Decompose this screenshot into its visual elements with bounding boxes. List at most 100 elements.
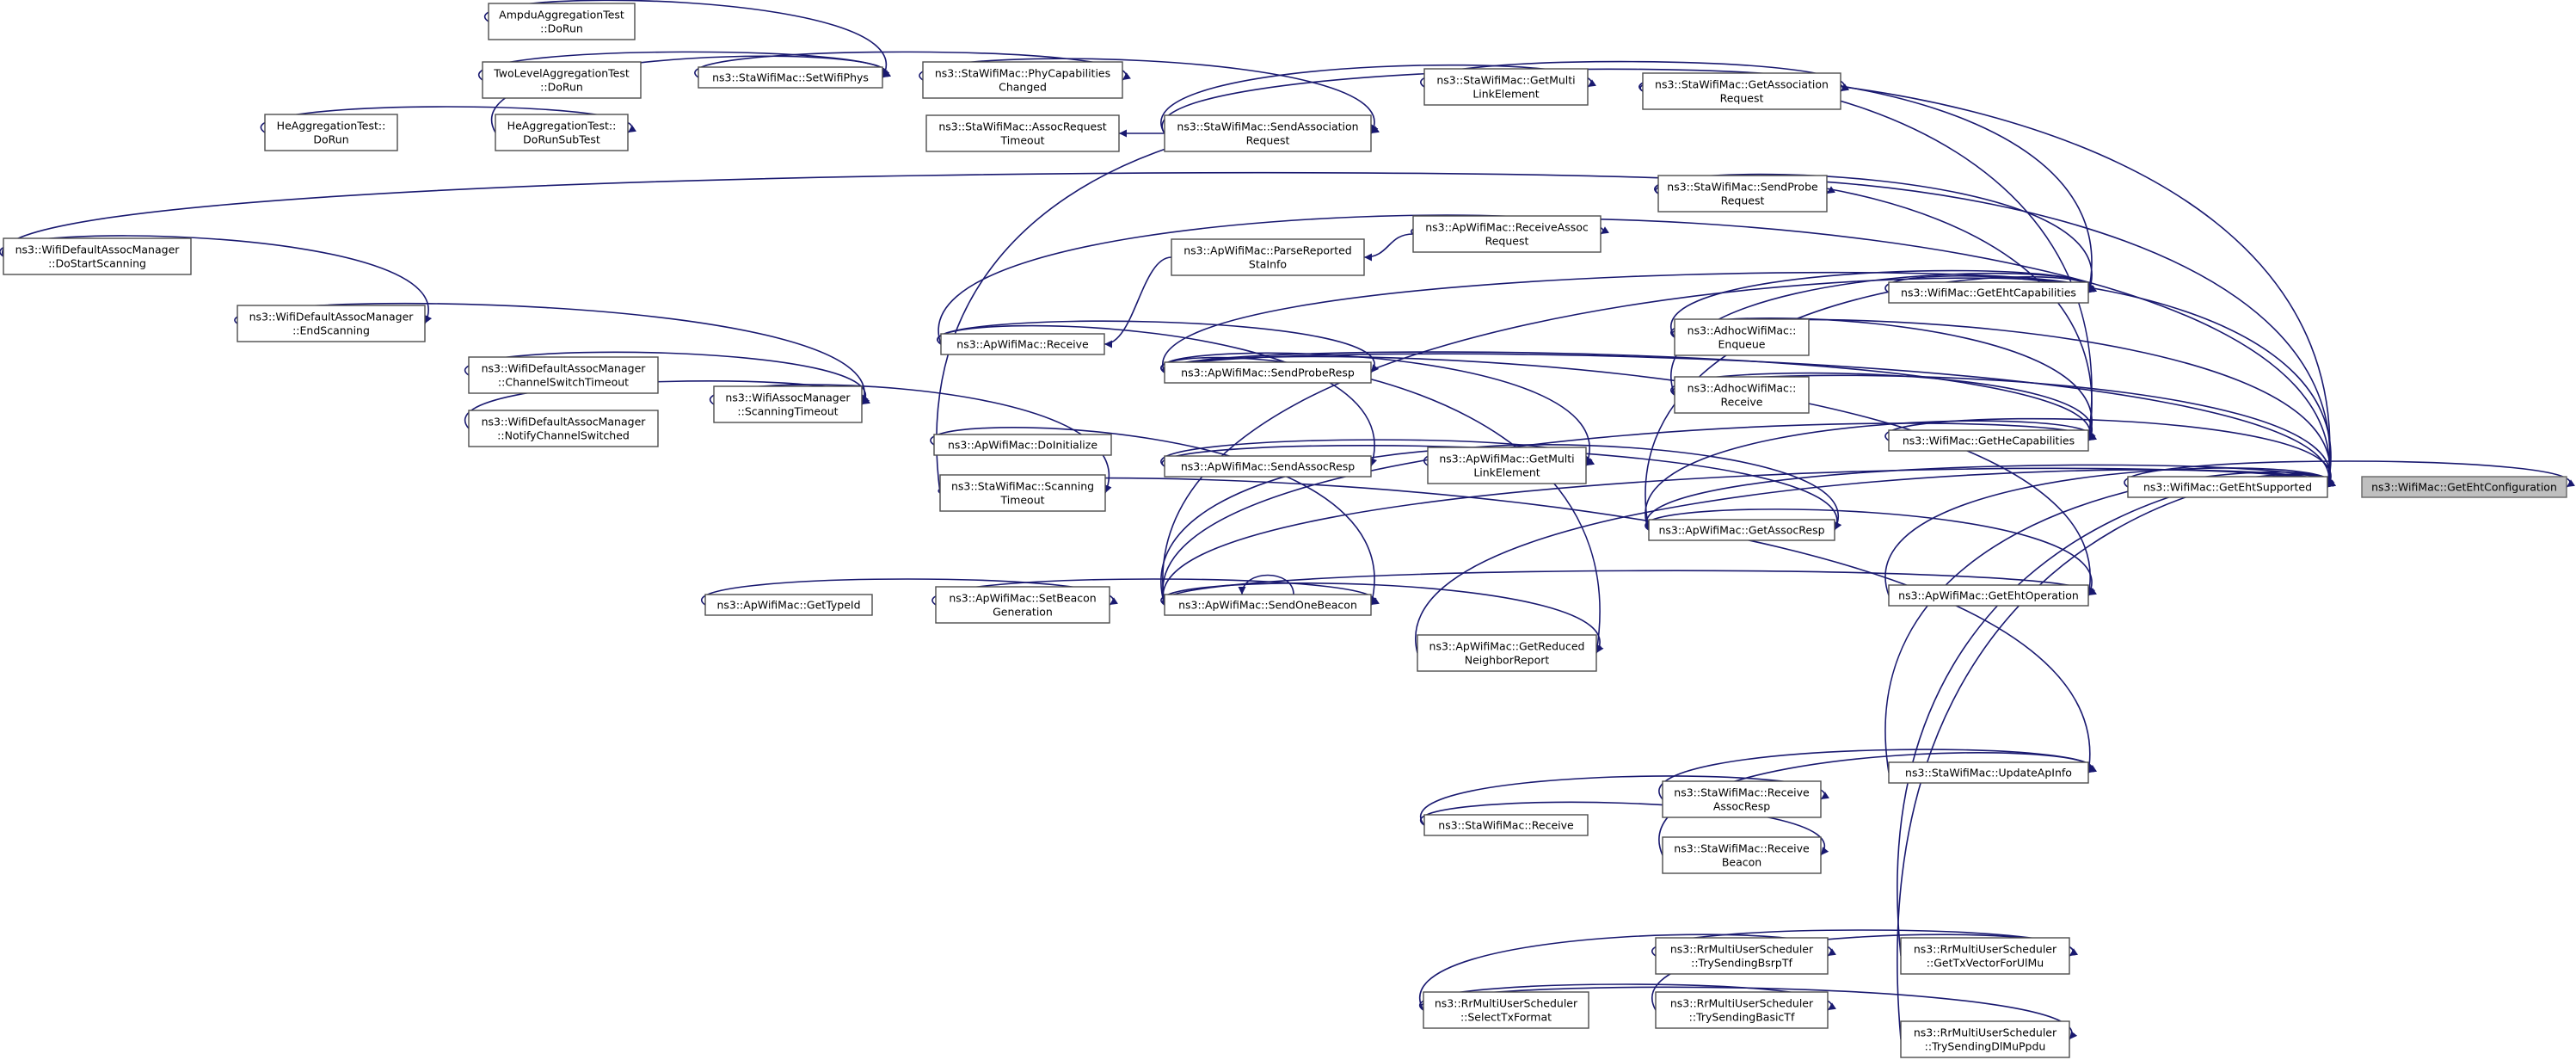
graph-node-hesub[interactable]: HeAggregationTest::DoRunSubTest — [495, 114, 629, 151]
node-box — [468, 410, 659, 447]
graph-node-scantimeout[interactable]: ns3::StaWifiMac::ScanningTimeout — [939, 474, 1106, 512]
node-box — [922, 61, 1123, 99]
graph-node-chswitch[interactable]: ns3::WifiDefaultAssocManager::ChannelSwi… — [468, 356, 659, 394]
graph-node-mgrscan[interactable]: ns3::WifiAssocManager::ScanningTimeout — [713, 385, 863, 423]
call-edge — [2124, 460, 2575, 488]
node-label: ns3::ApWifiMac::SetBeacon — [949, 592, 1096, 605]
call-edge-line — [1160, 582, 1604, 654]
node-label: ns3::WifiMac::GetHeCapabilities — [1903, 434, 2075, 447]
node-box — [1674, 376, 1810, 414]
node-box — [935, 586, 1110, 624]
graph-node-bsrp[interactable]: ns3::RrMultiUserScheduler::TrySendingBsr… — [1655, 937, 1829, 975]
node-box — [1417, 634, 1597, 672]
node-box — [1423, 68, 1589, 106]
node-label: ns3::StaWifiMac::Receive — [1438, 819, 1574, 832]
call-edge — [930, 427, 1377, 606]
node-label: ns3::WifiDefaultAssocManager — [482, 362, 647, 375]
node-label: Enqueue — [1718, 338, 1766, 351]
node-label: ns3::RrMultiUserScheduler — [1435, 997, 1578, 1010]
node-label: ns3::WifiMac::GetEhtSupported — [2143, 481, 2312, 494]
call-edge-line — [491, 55, 891, 133]
call-edge-line — [1884, 471, 2336, 773]
graph-node-geteht[interactable]: ns3::WifiMac::GetEhtSupported — [2127, 476, 2328, 498]
graph-node-twolevel[interactable]: TwoLevelAggregationTest::DoRun — [482, 61, 642, 99]
call-edge-line — [1897, 473, 2336, 957]
node-box — [495, 114, 629, 151]
graph-node-trydl[interactable]: ns3::RrMultiUserScheduler::TrySendingDlM… — [1900, 1020, 2070, 1058]
graph-node-endscan[interactable]: ns3::WifiDefaultAssocManager::EndScannin… — [237, 305, 426, 342]
graph-node-setphys[interactable]: ns3::StaWifiMac::SetWifiPhys — [698, 66, 883, 89]
node-label: ns3::WifiDefaultAssocManager — [249, 311, 415, 324]
node-label: ns3::ApWifiMac::ReceiveAssoc — [1425, 221, 1589, 234]
graph-node-ehtcap[interactable]: ns3::WifiMac::GetEhtCapabilities — [1888, 281, 2089, 304]
call-edge — [1897, 474, 2336, 1040]
graph-node-aprecv[interactable]: ns3::ApWifiMac::Receive — [940, 333, 1105, 355]
graph-node-basic[interactable]: ns3::RrMultiUserScheduler::TrySendingBas… — [1655, 991, 1829, 1029]
graph-node-sendbeacon[interactable]: ns3::ApWifiMac::SendOneBeacon — [1164, 594, 1372, 616]
call-edge-line — [1645, 508, 2096, 596]
node-label: ::ChannelSwitchTimeout — [498, 376, 629, 389]
node-label: TwoLevelAggregationTest — [493, 67, 630, 80]
graph-node-target[interactable]: ns3::WifiMac::GetEhtConfiguration — [2361, 476, 2567, 498]
call-edge — [1645, 508, 2096, 596]
node-box — [704, 594, 873, 616]
graph-node-doinit[interactable]: ns3::ApWifiMac::DoInitialize — [933, 434, 1112, 456]
graph-node-adhocrecv[interactable]: ns3::AdhocWifiMac::Receive — [1674, 376, 1810, 414]
node-box — [1648, 519, 1835, 541]
node-box — [1662, 780, 1822, 818]
node-box — [713, 385, 863, 423]
graph-node-updateap[interactable]: ns3::StaWifiMac::UpdateApInfo — [1888, 761, 2089, 784]
call-edge-line — [1884, 417, 2335, 488]
graph-node-selecttx[interactable]: ns3::RrMultiUserScheduler::SelectTxForma… — [1423, 991, 1589, 1029]
node-box — [488, 3, 636, 40]
graph-node-stasrecv[interactable]: ns3::StaWifiMac::Receive — [1423, 814, 1589, 836]
node-label: ns3::WifiDefaultAssocManager — [15, 243, 181, 256]
graph-node-hecap[interactable]: ns3::WifiMac::GetHeCapabilities — [1888, 429, 2089, 452]
node-label: ::DoRun — [540, 22, 583, 35]
node-label: ::NotifyChannelSwitched — [497, 429, 630, 442]
node-label: ::EndScanning — [292, 324, 370, 337]
node-label: ns3::ApWifiMac::DoInitialize — [948, 439, 1097, 452]
node-label: ns3::RrMultiUserScheduler — [1914, 943, 2057, 956]
node-label: ns3::StaWifiMac::GetMulti — [1436, 74, 1575, 87]
graph-node-hedorun[interactable]: HeAggregationTest::DoRun — [264, 114, 398, 151]
node-box — [2127, 476, 2328, 498]
call-edge — [1162, 271, 2097, 373]
node-label: ns3::ApWifiMac::GetAssocResp — [1658, 524, 1824, 537]
graph-node-sendproberesp[interactable]: ns3::ApWifiMac::SendProbeResp — [1164, 361, 1372, 384]
graph-node-adhocenq[interactable]: ns3::AdhocWifiMac::Enqueue — [1674, 318, 1810, 356]
graph-node-ampdu[interactable]: AmpduAggregationTest::DoRun — [488, 3, 636, 40]
node-label: HeAggregationTest:: — [507, 120, 617, 132]
graph-node-ehtop[interactable]: ns3::ApWifiMac::GetEhtOperation — [1888, 584, 2089, 607]
graph-node-gettxvec[interactable]: ns3::RrMultiUserScheduler::GetTxVectorFo… — [1900, 937, 2070, 975]
call-edge-line — [1897, 474, 2336, 1040]
node-label: ns3::WifiDefaultAssocManager — [482, 416, 647, 428]
graph-node-startscan[interactable]: ns3::WifiDefaultAssocManager::DoStartSca… — [3, 237, 192, 275]
call-edge — [1363, 233, 1414, 262]
call-edge — [938, 477, 2093, 773]
node-label: Request — [1720, 92, 1764, 105]
graph-node-getassocresp[interactable]: ns3::ApWifiMac::GetAssocResp — [1648, 519, 1835, 541]
graph-node-sendassocresp[interactable]: ns3::ApWifiMac::SendAssocResp — [1164, 455, 1372, 478]
node-label: ns3::ApWifiMac::ParseReported — [1183, 244, 1352, 257]
node-label: LinkElement — [1472, 88, 1539, 101]
node-label: ns3::StaWifiMac::AssocRequest — [938, 120, 1106, 133]
call-edge-line — [1162, 271, 2097, 373]
call-edge-line — [1645, 420, 2097, 531]
node-box — [1642, 72, 1841, 110]
graph-node-notifych[interactable]: ns3::WifiDefaultAssocManager::NotifyChan… — [468, 410, 659, 447]
graph-node-gettypeid[interactable]: ns3::ApWifiMac::GetTypeId — [704, 594, 873, 616]
